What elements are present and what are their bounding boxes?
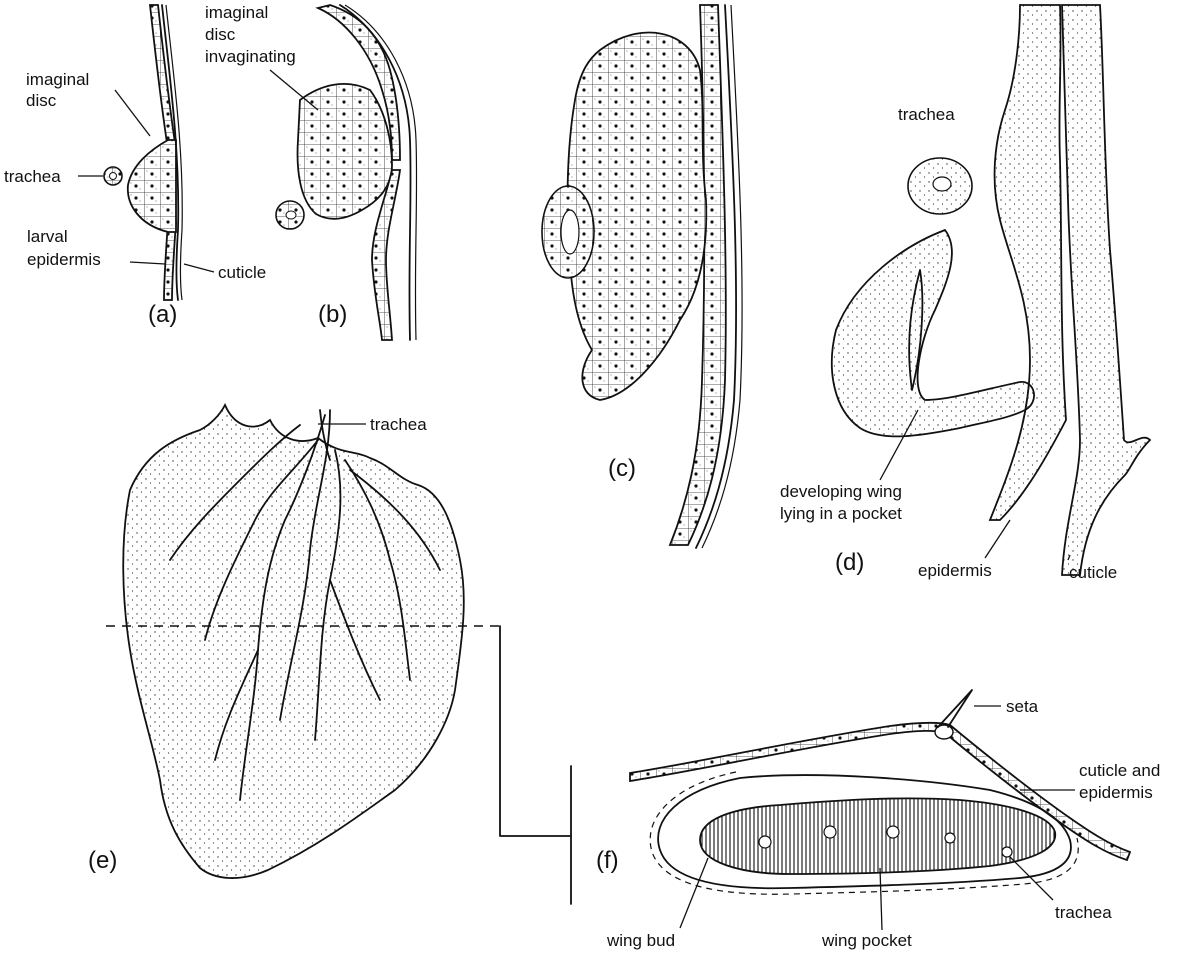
- a-imaginal-disc-label-2: disc: [26, 91, 57, 110]
- panel-e-label: (e): [88, 847, 117, 874]
- f-cuticle-label-1: cuticle and: [1079, 761, 1160, 780]
- a-epidermis-layer: [150, 5, 176, 150]
- f-cuticle-label-2: epidermis: [1079, 783, 1153, 802]
- a-larval-epidermis-label-1: larval: [27, 227, 68, 246]
- panel-c-label: (c): [608, 455, 636, 482]
- a-cuticle-label: cuticle: [218, 263, 266, 282]
- a-imaginal-disc: [128, 140, 176, 232]
- panel-f-label: (f): [596, 847, 619, 874]
- f-wing-bud-label: wing bud: [606, 931, 675, 950]
- panel-d-label: (d): [835, 549, 864, 576]
- b-invaginating-label-2: disc: [205, 25, 236, 44]
- panel-b: imaginal disc invaginating (b): [205, 3, 417, 340]
- b-invaginating-label-1: imaginal: [205, 3, 268, 22]
- panel-a-label: (a): [148, 301, 177, 328]
- panel-d: trachea developing wing lying in a pocke…: [780, 5, 1150, 582]
- b-invaginating-label-3: invaginating: [205, 47, 296, 66]
- a-trachea-label: trachea: [4, 167, 61, 186]
- panel-b-label: (b): [318, 301, 347, 328]
- f-wing-bud: [700, 798, 1055, 874]
- d-wing-label-2: lying in a pocket: [780, 504, 902, 523]
- a-epidermis-lower: [164, 222, 176, 300]
- e-trachea-label: trachea: [370, 415, 427, 434]
- a-larval-epidermis-label-2: epidermis: [27, 250, 101, 269]
- a-trachea-section: [104, 167, 122, 185]
- d-wing-pocket: [832, 230, 1034, 436]
- d-trachea-section: [908, 158, 972, 214]
- panel-c: (c): [542, 5, 742, 548]
- a-imaginal-disc-label-1: imaginal: [26, 70, 89, 89]
- f-seta-label: seta: [1006, 697, 1039, 716]
- f-trachea-label: trachea: [1055, 903, 1112, 922]
- e-wing-disc: [123, 405, 464, 878]
- d-cuticle: [1062, 5, 1150, 575]
- panel-e: trachea (e): [88, 405, 500, 878]
- d-epidermis-label: epidermis: [918, 561, 992, 580]
- d-cuticle-label: cuticle: [1069, 563, 1117, 582]
- d-epidermis-body: [990, 5, 1066, 520]
- f-seta: [935, 690, 972, 739]
- f-wing-pocket-label: wing pocket: [821, 931, 912, 950]
- panel-f: seta cuticle and epidermis trachea wing …: [596, 690, 1160, 950]
- d-trachea-label: trachea: [898, 105, 955, 124]
- d-wing-label-1: developing wing: [780, 482, 902, 501]
- b-trachea-section: [276, 201, 304, 229]
- c-trachea-section: [542, 186, 594, 278]
- e-f-connector: [500, 626, 571, 904]
